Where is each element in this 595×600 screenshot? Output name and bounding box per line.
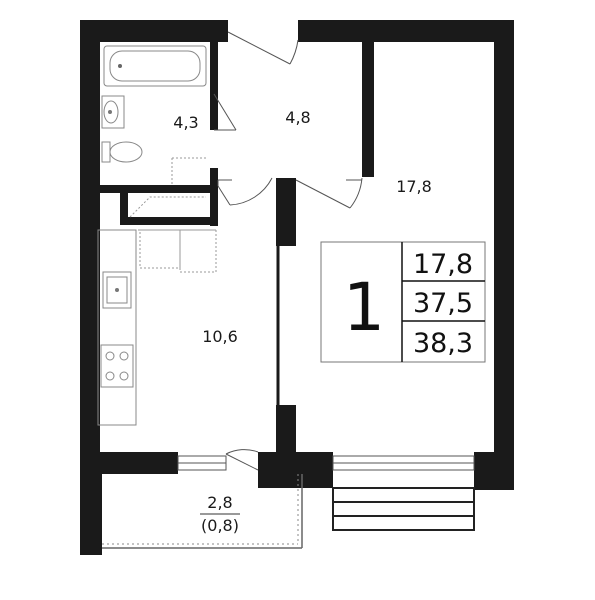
- bathroom-area-label: 4,3: [173, 113, 198, 132]
- stove: [100, 344, 134, 388]
- doors: [213, 31, 363, 471]
- hall-area-label: 4,8: [285, 108, 310, 127]
- partition-lines: [217, 179, 362, 405]
- summary-box: 1 17,8 37,5 38,3: [320, 241, 486, 363]
- kitchen-counter: [97, 229, 137, 426]
- washbasin: [101, 95, 125, 129]
- interior-walls: [98, 42, 374, 455]
- balcony-reduced-area-label: (0,8): [201, 516, 239, 535]
- kitchen-area-label: 10,6: [202, 327, 238, 346]
- room-count: 1: [343, 269, 385, 346]
- windows: [177, 455, 475, 471]
- kitchen-sink: [102, 271, 132, 309]
- balcony-steps: [332, 487, 475, 531]
- total-area-with-balcony-value: 38,3: [413, 328, 473, 359]
- balcony: [102, 474, 303, 549]
- bathroom-fixtures: [101, 45, 208, 218]
- exterior-walls: [80, 20, 514, 555]
- kitchen-fixtures: [97, 229, 218, 426]
- toilet-tank: [101, 141, 111, 163]
- balcony-area-label: 2,8: [207, 493, 232, 512]
- total-area-value: 37,5: [413, 288, 473, 319]
- living-room-area-label: 17,8: [396, 177, 432, 196]
- living-area-value: 17,8: [413, 249, 473, 280]
- bathtub: [103, 45, 207, 87]
